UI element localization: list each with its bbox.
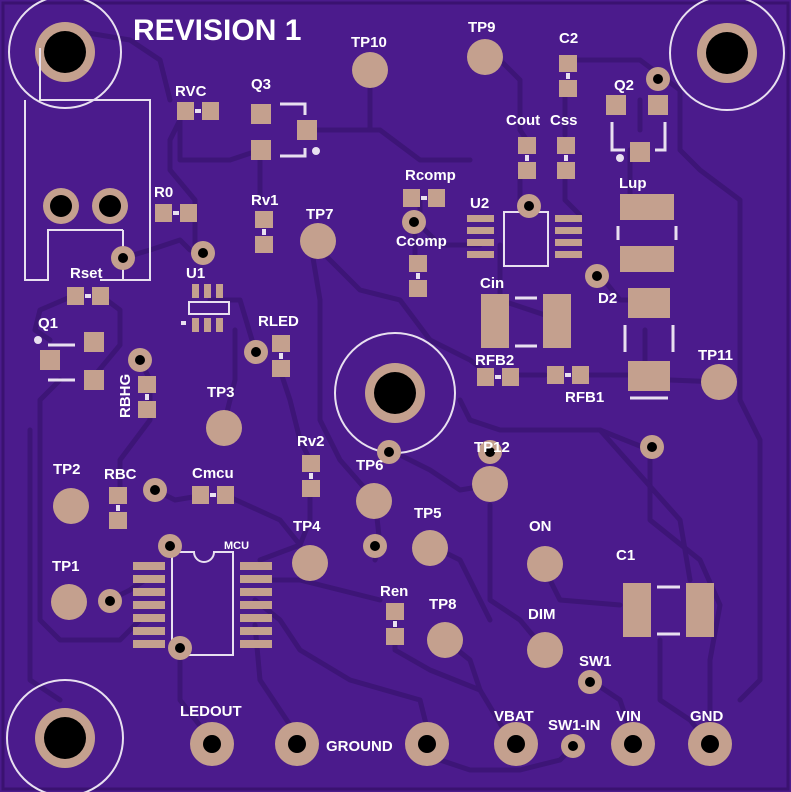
label-tp5: TP5: [414, 505, 442, 522]
label-tp6: TP6: [356, 457, 384, 474]
vbat-pad: [494, 722, 538, 766]
label-ground: GROUND: [326, 738, 393, 755]
q3-transistor: [251, 102, 320, 160]
ground-pad-1: [275, 722, 319, 766]
label-cin: Cin: [480, 275, 504, 292]
label-ccomp: Ccomp: [396, 233, 447, 250]
lup-inductor: [616, 194, 678, 272]
label-tp10: TP10: [351, 34, 387, 51]
label-rset: Rset: [70, 265, 103, 282]
label-on: ON: [529, 518, 552, 535]
c1-capacitor: [623, 583, 714, 637]
board-title: REVISION 1: [133, 14, 301, 47]
label-gnd: GND: [690, 708, 724, 725]
tp3-pad: [206, 410, 242, 446]
label-tp8: TP8: [429, 596, 457, 613]
label-lup: Lup: [619, 175, 647, 192]
label-rvc: RVC: [175, 83, 207, 100]
vin-pad: [611, 722, 655, 766]
label-ren: Ren: [380, 583, 408, 600]
label-vin: VIN: [616, 708, 641, 725]
test-points: [51, 39, 737, 668]
tp8-pad: [427, 622, 463, 658]
label-sw1in: SW1-IN: [548, 717, 601, 734]
tp11-pad: [701, 364, 737, 400]
label-css: Css: [550, 112, 578, 129]
label-rled: RLED: [258, 313, 299, 330]
label-rfb1: RFB1: [565, 389, 604, 406]
label-rbc: RBC: [104, 466, 137, 483]
label-u2: U2: [470, 195, 489, 212]
q2-transistor: [606, 95, 668, 162]
mcu-chip: [133, 551, 272, 656]
d2-diode: [623, 288, 675, 400]
label-tp3: TP3: [207, 384, 235, 401]
gnd-pad: [688, 722, 732, 766]
q1-transistor: [34, 332, 104, 390]
label-dim: DIM: [528, 606, 556, 623]
cin-capacitor: [481, 294, 571, 348]
u1-chip: [181, 284, 230, 332]
tp2-pad: [53, 488, 89, 524]
tp5-pad: [412, 530, 448, 566]
tp4-pad: [292, 545, 328, 581]
tp12-pad: [472, 466, 508, 502]
label-cout: Cout: [506, 112, 540, 129]
label-rbhg: RBHG: [117, 374, 134, 418]
label-rv1: Rv1: [251, 192, 279, 209]
label-tp11: TP11: [698, 347, 733, 364]
label-tp9: TP9: [468, 19, 496, 36]
mounting-hole-tl: [8, 0, 122, 109]
label-cmcu: Cmcu: [192, 465, 234, 482]
tp6-pad: [356, 483, 392, 519]
label-c2: C2: [559, 30, 578, 47]
tp7-pad: [300, 223, 336, 259]
label-q3: Q3: [251, 76, 271, 93]
ledout-pad: [190, 722, 234, 766]
label-tp12: TP12: [474, 439, 510, 456]
label-r0: R0: [154, 184, 173, 201]
mounting-hole-bl: [6, 679, 124, 792]
label-q1: Q1: [38, 315, 58, 332]
label-vbat: VBAT: [494, 708, 534, 725]
label-c1: C1: [616, 547, 635, 564]
label-rfb2: RFB2: [475, 352, 514, 369]
on-pad: [527, 546, 563, 582]
tp1-pad: [51, 584, 87, 620]
label-tp7: TP7: [306, 206, 334, 223]
label-tp2: TP2: [53, 461, 81, 478]
tp9-pad: [467, 39, 503, 75]
barrel-jack-pads: [43, 188, 128, 224]
label-rv2: Rv2: [297, 433, 325, 450]
vias: [98, 67, 670, 758]
label-d2: D2: [598, 290, 617, 307]
label-q2: Q2: [614, 77, 634, 94]
label-rcomp: Rcomp: [405, 167, 456, 184]
label-tp1: TP1: [52, 558, 80, 575]
label-ledout: LEDOUT: [180, 703, 242, 720]
tp10-pad: [352, 52, 388, 88]
label-u1: U1: [186, 265, 205, 282]
ground-pad-2: [405, 722, 449, 766]
barrel-jack-outline: [24, 48, 151, 281]
mounting-hole-tr: [669, 0, 785, 111]
silkscreen-labels: RVC Q3 TP10 TP9 C2 Q2 Cout Css R0 Rv1 TP…: [38, 19, 733, 755]
label-tp4: TP4: [293, 518, 321, 535]
connector-pads: [190, 722, 732, 766]
dim-pad: [527, 632, 563, 668]
label-sw1: SW1: [579, 653, 612, 670]
copper-traces: [27, 27, 763, 773]
label-mcu: MCU: [224, 540, 249, 552]
